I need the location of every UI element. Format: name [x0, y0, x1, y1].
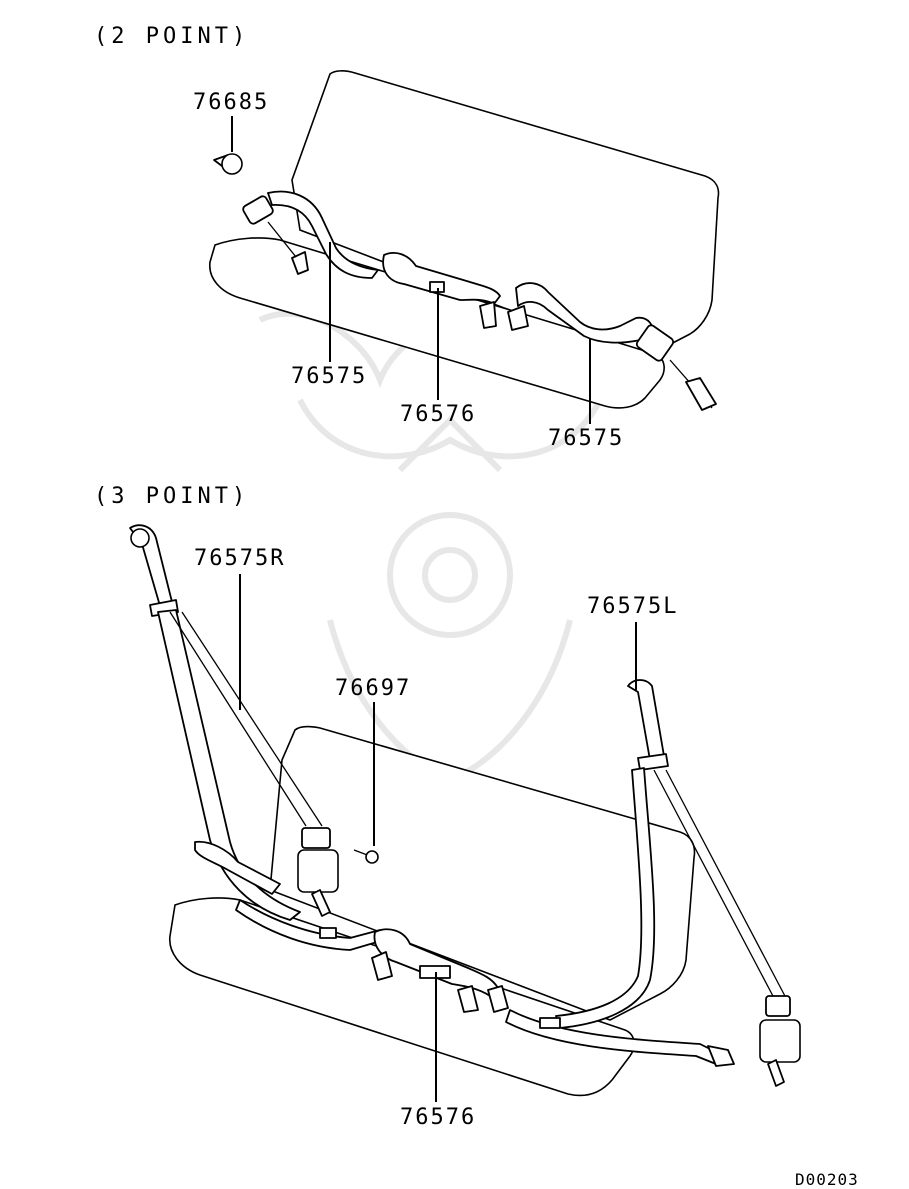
buckle-76576-3pt [371, 928, 509, 1013]
part-label-76575-right: 76575 [548, 426, 625, 451]
belt-76575L-3pt [505, 679, 801, 1087]
bolt-76685-icon [213, 153, 243, 175]
part-label-76575-left: 76575 [291, 364, 368, 389]
diagram-code: D00203 [795, 1170, 859, 1189]
part-label-76576-bottom: 76576 [400, 1105, 477, 1130]
seat-back-3pt [269, 725, 696, 1021]
section-title-3-point: (3 POINT) [94, 484, 250, 509]
seat-cushion-3pt [169, 897, 635, 1097]
part-label-76697: 76697 [335, 676, 412, 701]
part-label-76575R: 76575R [194, 546, 286, 571]
seat-back-2pt [291, 70, 720, 361]
lap-belt-3pt [194, 840, 385, 951]
buckle-76576-2pt [382, 252, 529, 331]
section-title-2-point: (2 POINT) [94, 24, 250, 49]
belt-76575-left-2pt [242, 190, 379, 279]
part-label-76575L: 76575L [587, 594, 679, 619]
screw-76697-icon [353, 849, 379, 864]
part-label-76576-top: 76576 [400, 402, 477, 427]
belt-76575R-3pt [129, 524, 339, 921]
part-label-76685: 76685 [193, 90, 270, 115]
belt-76575-right-2pt [515, 282, 717, 411]
